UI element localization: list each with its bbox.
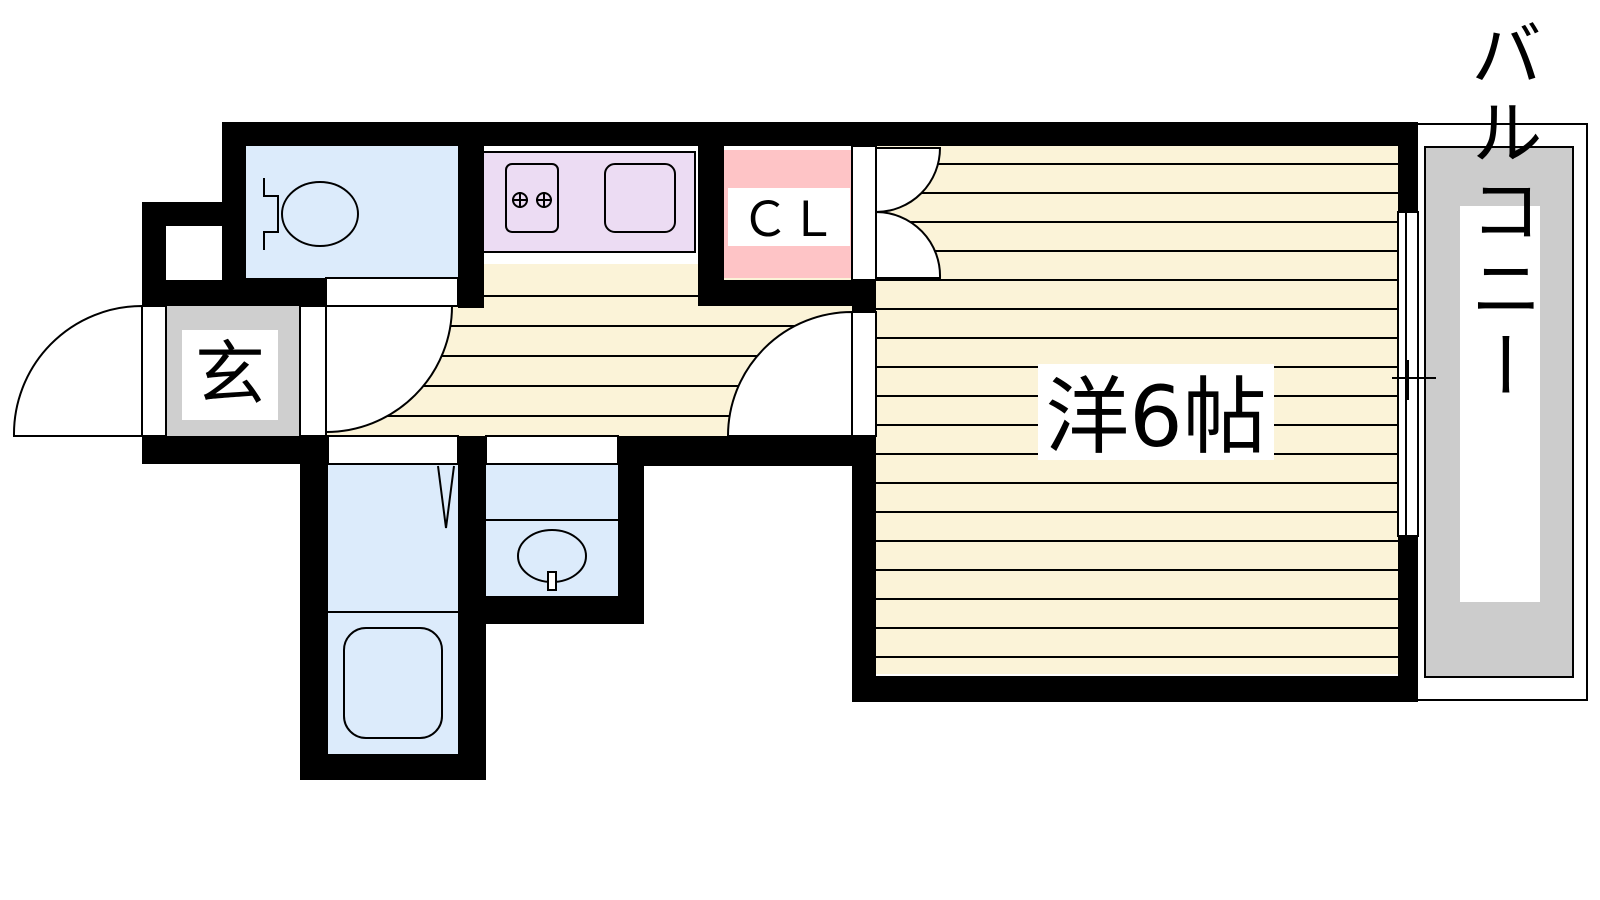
wall-top <box>222 122 1418 146</box>
closet-door-swing-bottom <box>875 210 942 279</box>
entrance-label: 玄 <box>195 333 265 415</box>
entrance-door-swing <box>325 305 454 434</box>
wall-toilet-right <box>458 122 484 308</box>
floor-board-lines <box>322 163 1398 658</box>
fixtures <box>263 163 676 739</box>
wall-wash-left <box>300 436 328 780</box>
room-door-swing <box>726 310 853 437</box>
wall-basin-bottom <box>458 596 642 624</box>
wall-basin-right <box>618 436 644 624</box>
bathtub-icon <box>343 627 443 739</box>
wall-main-left <box>852 436 876 702</box>
wall-closet-bottom <box>698 280 876 306</box>
wall-entrance-bottom <box>142 436 326 464</box>
door-openings <box>141 145 1436 537</box>
kitchen-sink-icon <box>604 163 676 233</box>
closet-door-swing-top <box>875 147 942 214</box>
wall-bottom <box>852 676 1418 702</box>
wall-corridor-bottom <box>618 436 876 466</box>
labels: 玄 ＣＬ 洋6帖 バルコニー <box>182 17 1542 602</box>
wall-wash-bottom <box>300 754 484 780</box>
front-door-swing <box>12 304 143 437</box>
toilet-icon <box>263 178 359 250</box>
balcony-label: バルコニー <box>1458 17 1542 407</box>
closet-label: ＣＬ <box>741 192 837 248</box>
wall-closet-left <box>698 122 724 306</box>
washroom-floor <box>328 464 458 754</box>
western-room-label: 洋6帖 <box>1045 368 1266 466</box>
door-swings <box>12 147 942 437</box>
washbasin-icon <box>486 519 618 591</box>
stove-icon <box>505 163 559 233</box>
shoebox-inner <box>166 226 222 280</box>
washing-machine-icon <box>328 465 458 613</box>
